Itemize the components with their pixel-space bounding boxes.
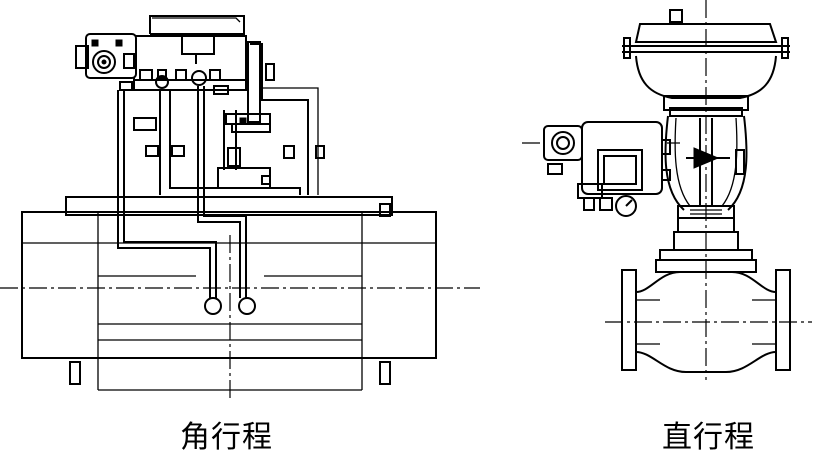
rotary-positioner: [75, 15, 247, 95]
linear-valve-body: [621, 269, 791, 373]
linear-diaphragm-actuator: [622, 9, 790, 117]
linear-yoke: [664, 115, 748, 233]
linear-label: 直行程: [662, 420, 755, 455]
rotary-actuator-body: [21, 196, 437, 391]
rotary-label: 角行程: [180, 420, 273, 455]
rotary-air-tubing: [117, 86, 247, 298]
rotary-valve-assembly: [0, 15, 480, 400]
rotary-mounting-bracket: [133, 41, 325, 195]
rotary-gauge-right: [238, 297, 256, 315]
linear-valve-assembly: [522, 0, 812, 380]
rotary-coupling: [217, 110, 271, 189]
linear-positioner: [543, 121, 671, 217]
rotary-gauge-left: [204, 297, 222, 315]
